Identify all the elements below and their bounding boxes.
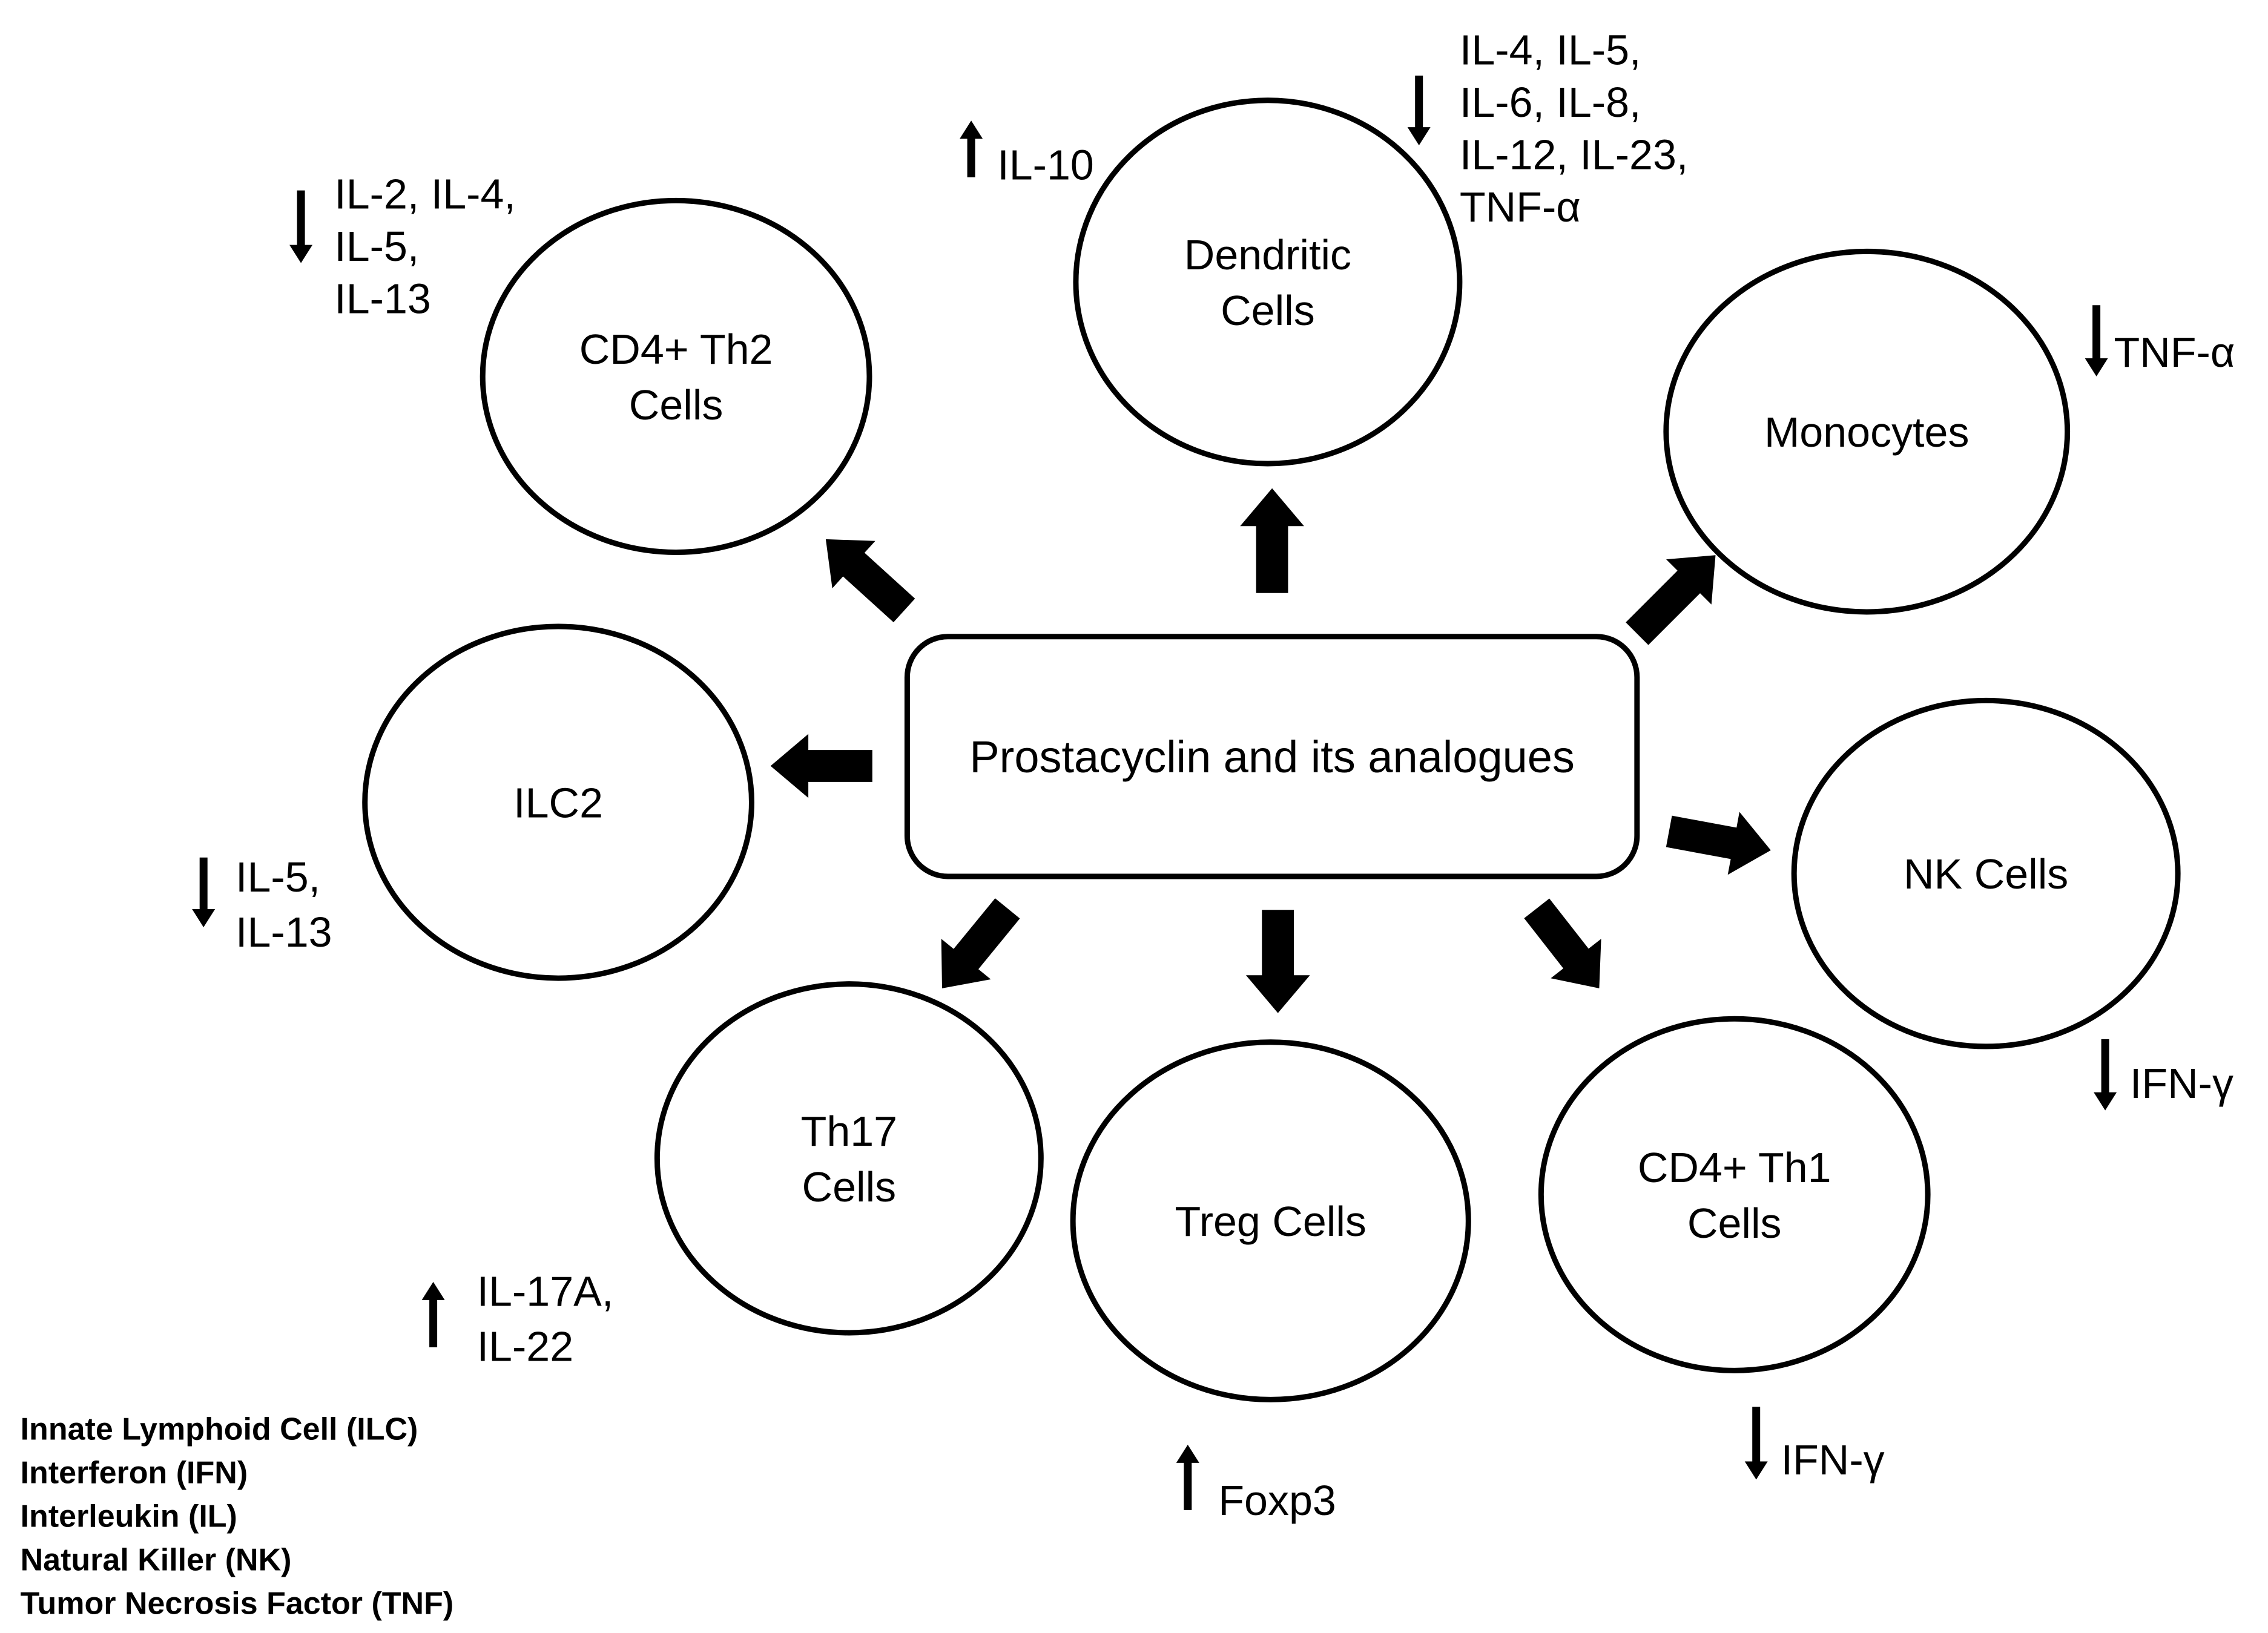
cell-label-treg: Treg Cells [1175, 1198, 1366, 1245]
arrow-to-th2 [825, 539, 915, 623]
cytokine-label: IL-10 [997, 141, 1094, 188]
center-box [904, 634, 1640, 879]
cell-label-nk: NK Cells [1904, 850, 2068, 898]
arrow-to-dendritic [1240, 488, 1304, 593]
cytokine-label: TNF-α [1460, 183, 1581, 231]
cell-label-ilc2: ILC2 [513, 780, 603, 827]
arrow-to-monocytes [1626, 555, 1716, 645]
increase-arrow-icon [960, 120, 983, 177]
cell-label-dendritic: Dendritic [1184, 231, 1351, 278]
cytokine-effect-treg: Foxp3 [1176, 1444, 1336, 1524]
cell-label-th17: Th17 [801, 1108, 898, 1155]
cell-monocytes: Monocytes [1663, 248, 2071, 615]
cell-circle-th1 [1538, 1016, 1931, 1373]
cytokine-effect-dendritic: IL-4, IL-5, IL-6, IL-8, IL-12, IL-23,TNF-α [1407, 27, 1688, 231]
decrease-arrow-icon [2094, 1039, 2117, 1111]
cell-circle-ilc2 [362, 623, 754, 981]
legend-item: Natural Killer (NK) [21, 1543, 292, 1578]
legend-item: Innate Lymphoid Cell (ILC) [21, 1411, 418, 1447]
decrease-arrow-icon [289, 190, 313, 263]
cell-treg: Treg Cells [1070, 1039, 1471, 1402]
decrease-arrow-icon [192, 857, 216, 927]
cytokine-label: IL-13 [334, 275, 431, 322]
cytokine-label: IL-6, IL-8, [1460, 79, 1641, 126]
cytokine-label: IL-2, IL-4, [334, 170, 516, 217]
arrow-to-treg [1245, 910, 1310, 1013]
cytokine-label: IFN-γ [2130, 1060, 2233, 1107]
block-arrows [770, 488, 1771, 1013]
cytokine-label: IL-5, [334, 223, 419, 270]
cytokine-effect-monocytes: TNF-α [2085, 305, 2235, 376]
cell-ilc2: ILC2 [362, 623, 754, 981]
cytokine-effect-ilc2: IL-5, IL-13 [192, 853, 332, 956]
cell-circle-th17 [654, 981, 1044, 1336]
cell-circle-nk [1791, 697, 2181, 1050]
increase-arrow-icon [1176, 1444, 1199, 1510]
legend-item: Interferon (IFN) [21, 1455, 248, 1490]
cytokine-label: IFN-γ [1781, 1436, 1885, 1484]
cytokine-label: Foxp3 [1218, 1477, 1336, 1524]
cytokine-effect-nk: IFN-γ [2094, 1039, 2233, 1111]
cell-label-th2: CD4+ Th2 [579, 326, 773, 373]
cell-label-th17: Cells [802, 1163, 897, 1211]
cell-nk: NK Cells [1791, 697, 2181, 1050]
cytokine-label: IL-5, [236, 853, 320, 901]
cytokine-label: IL-22 [477, 1323, 574, 1370]
cytokine-label: IL-13 [236, 908, 332, 956]
cell-circle-dendritic [1073, 97, 1463, 467]
cell-label-th2: Cells [629, 381, 724, 429]
cytokine-effect-dendritic: IL-10 [960, 120, 1094, 188]
arrow-to-th1 [1524, 898, 1601, 988]
cell-circle-th2 [480, 197, 872, 555]
arrow-to-th17 [941, 898, 1020, 988]
cytokine-label: TNF-α [2114, 329, 2235, 376]
center-label: Prostacyclin and its analogues [969, 732, 1575, 782]
center-node: Prostacyclin and its analogues [904, 634, 1640, 879]
cell-label-monocytes: Monocytes [1764, 409, 1969, 456]
cytokine-label: IL-12, IL-23, [1460, 131, 1688, 179]
arrow-to-nk [1666, 812, 1771, 875]
cell-label-th1: CD4+ Th1 [1638, 1144, 1831, 1191]
cytokine-effect-th1: IFN-γ [1744, 1407, 1885, 1484]
cytokine-label: IL-4, IL-5, [1460, 27, 1641, 74]
cell-circle-monocytes [1663, 248, 2071, 615]
decrease-arrow-icon [1744, 1407, 1768, 1480]
decrease-arrow-icon [2085, 305, 2108, 376]
increase-arrow-icon [421, 1281, 445, 1347]
legend-item: Tumor Necrosis Factor (TNF) [21, 1586, 454, 1622]
decrease-arrow-icon [1407, 75, 1431, 146]
cell-circle-treg [1070, 1039, 1471, 1402]
arrow-to-ilc2 [770, 734, 872, 798]
legend-item: Interleukin (IL) [21, 1499, 237, 1534]
abbreviation-legend: Innate Lymphoid Cell (ILC) Interferon (IF… [21, 1411, 454, 1621]
cytokine-effect-th17: IL-17A, IL-22 [421, 1267, 614, 1370]
cytokine-effects: IL-10 IL-4, IL-5, IL-6, IL-8, IL-12, IL-23,… [192, 27, 2235, 1524]
cell-label-dendritic: Cells [1221, 287, 1315, 334]
cytokine-effect-th2: IL-2, IL-4, IL-5, IL-13 [289, 170, 516, 322]
cell-label-th1: Cells [1687, 1200, 1782, 1247]
cytokine-label: IL-17A, [477, 1267, 614, 1315]
